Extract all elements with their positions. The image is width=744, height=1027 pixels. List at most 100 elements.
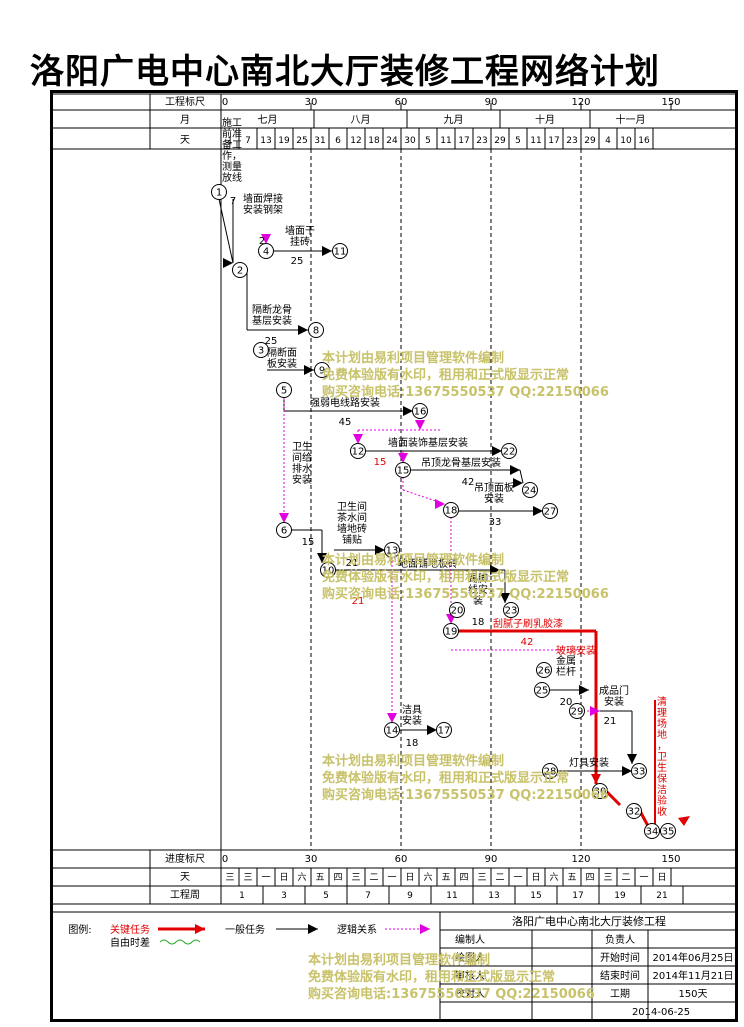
logic-arrow-head (261, 234, 271, 244)
event-node (542, 503, 558, 519)
task-arrow-head (500, 593, 510, 603)
event-node (443, 502, 459, 518)
week-label: 11 (446, 891, 457, 901)
legend-logic-label: 逻辑关系 (337, 923, 377, 936)
task-label: 洁具 (402, 703, 422, 716)
week-label: 17 (572, 891, 583, 901)
weekday-label: 日 (405, 872, 414, 883)
event-node-label: 23 (505, 606, 518, 617)
event-node (232, 262, 248, 278)
month-label: 七月 (258, 114, 278, 126)
month-label: 十月 (535, 113, 555, 126)
footer-scale-tick: 60 (395, 854, 408, 865)
task-label: 基层安装 (252, 314, 292, 327)
task-label: 安装 (402, 714, 422, 727)
event-node (503, 602, 519, 618)
critical-arrow-head (591, 774, 601, 784)
task-label: 茶水间 (337, 511, 367, 524)
weekday-label: 二 (495, 873, 504, 883)
task-label: 场 (657, 717, 667, 730)
event-node (522, 482, 538, 498)
task-label: 安装钢架 (243, 203, 283, 216)
day-label: 11 (440, 136, 451, 146)
task-label: 验 (657, 794, 667, 807)
day-label: 5 (515, 136, 521, 146)
month-label: 八月 (351, 114, 371, 126)
event-node-label: 12 (352, 447, 365, 458)
task-label: 墙面焊接 (243, 192, 283, 205)
day-label: 25 (296, 136, 307, 146)
event-node (631, 763, 647, 779)
weekday-label: 五 (315, 873, 324, 883)
task-arrow-head (298, 325, 308, 335)
task-label: 安装 (604, 695, 624, 708)
logic-arrow-head (279, 513, 289, 523)
day-label: 13 (260, 136, 271, 146)
day-label: 1 (227, 136, 233, 146)
title-block-cell: 开始时间 (600, 951, 640, 964)
event-node (276, 382, 292, 398)
task-label: 隔断面 (267, 346, 297, 359)
weekday-label: 日 (531, 872, 540, 883)
task-label: 线安 (468, 583, 488, 596)
event-node-label: 4 (263, 247, 269, 258)
event-node (384, 722, 400, 738)
weekday-label: 六 (549, 871, 558, 883)
day-label: 17 (548, 136, 559, 146)
task-duration: 21 (346, 558, 359, 569)
watermark: 本计划由易利项目管理软件编制 免费体验版有水印，租用和正式版显示正常 购买咨询电… (322, 552, 609, 603)
weekday-label: 二 (621, 873, 630, 883)
legend-normal-label: 一般任务 (225, 923, 265, 936)
task-label: ， (657, 741, 667, 752)
event-node-label: 10 (322, 566, 335, 577)
day-label: 16 (638, 136, 650, 146)
task-label: 理 (657, 707, 667, 719)
day-label: 6 (335, 136, 341, 146)
event-node-label: 16 (414, 407, 427, 418)
day-label: 11 (530, 136, 541, 146)
day-label: 29 (494, 136, 506, 146)
week-label: 15 (530, 891, 541, 901)
task-label: 前准 (222, 127, 242, 140)
task-arrow-head (490, 565, 500, 575)
weekday-label: 五 (567, 873, 576, 883)
event-node-label: 13 (386, 546, 399, 557)
title-block-project: 洛阳广电中心南北大厅装修工程 (512, 914, 666, 928)
weekday-label: 一 (513, 873, 522, 883)
week-label: 5 (323, 891, 329, 901)
task-label: 成品门 (599, 684, 629, 697)
event-node (534, 682, 550, 698)
task-label: 铺贴 (342, 533, 362, 546)
event-node (332, 243, 348, 259)
task-arrow-head (403, 406, 413, 416)
task-label: 洁 (657, 783, 667, 796)
chart-frame (50, 90, 738, 1022)
task-label: 玻璃安装 (556, 644, 596, 657)
task-arrow-head (627, 754, 637, 764)
watermark-line: 本计划由易利项目管理软件编制 (322, 351, 505, 366)
scale-tick: 150 (661, 97, 680, 108)
task-arrow-head (510, 465, 520, 475)
event-node (569, 703, 585, 719)
weekday-label: 四 (585, 873, 594, 883)
event-node-label: 29 (571, 707, 584, 718)
watermark-line: 免费体验版有水印，租用和正式版显示正常 (322, 368, 570, 383)
month-label: 九月 (444, 114, 464, 126)
weekday-label: 三 (243, 873, 252, 883)
event-node (276, 522, 292, 538)
title-block-cell: 工期 (610, 988, 630, 1000)
footer-scale-tick: 120 (571, 854, 590, 865)
event-node (350, 443, 366, 459)
watermark-line: 免费体验版有水印，租用和正式版显示正常 (308, 970, 556, 985)
event-node-label: 2 (237, 266, 243, 277)
task-label: 作， (222, 150, 242, 162)
task-label: 测量 (222, 160, 242, 173)
event-node-label: 6 (281, 526, 287, 537)
task-arrow-head (375, 545, 385, 555)
week-label: 1 (239, 891, 245, 901)
task-duration: 45 (339, 417, 352, 428)
task-duration: 20 (560, 697, 573, 708)
day-label: 17 (458, 136, 469, 146)
logic-arrow-head (353, 434, 363, 444)
